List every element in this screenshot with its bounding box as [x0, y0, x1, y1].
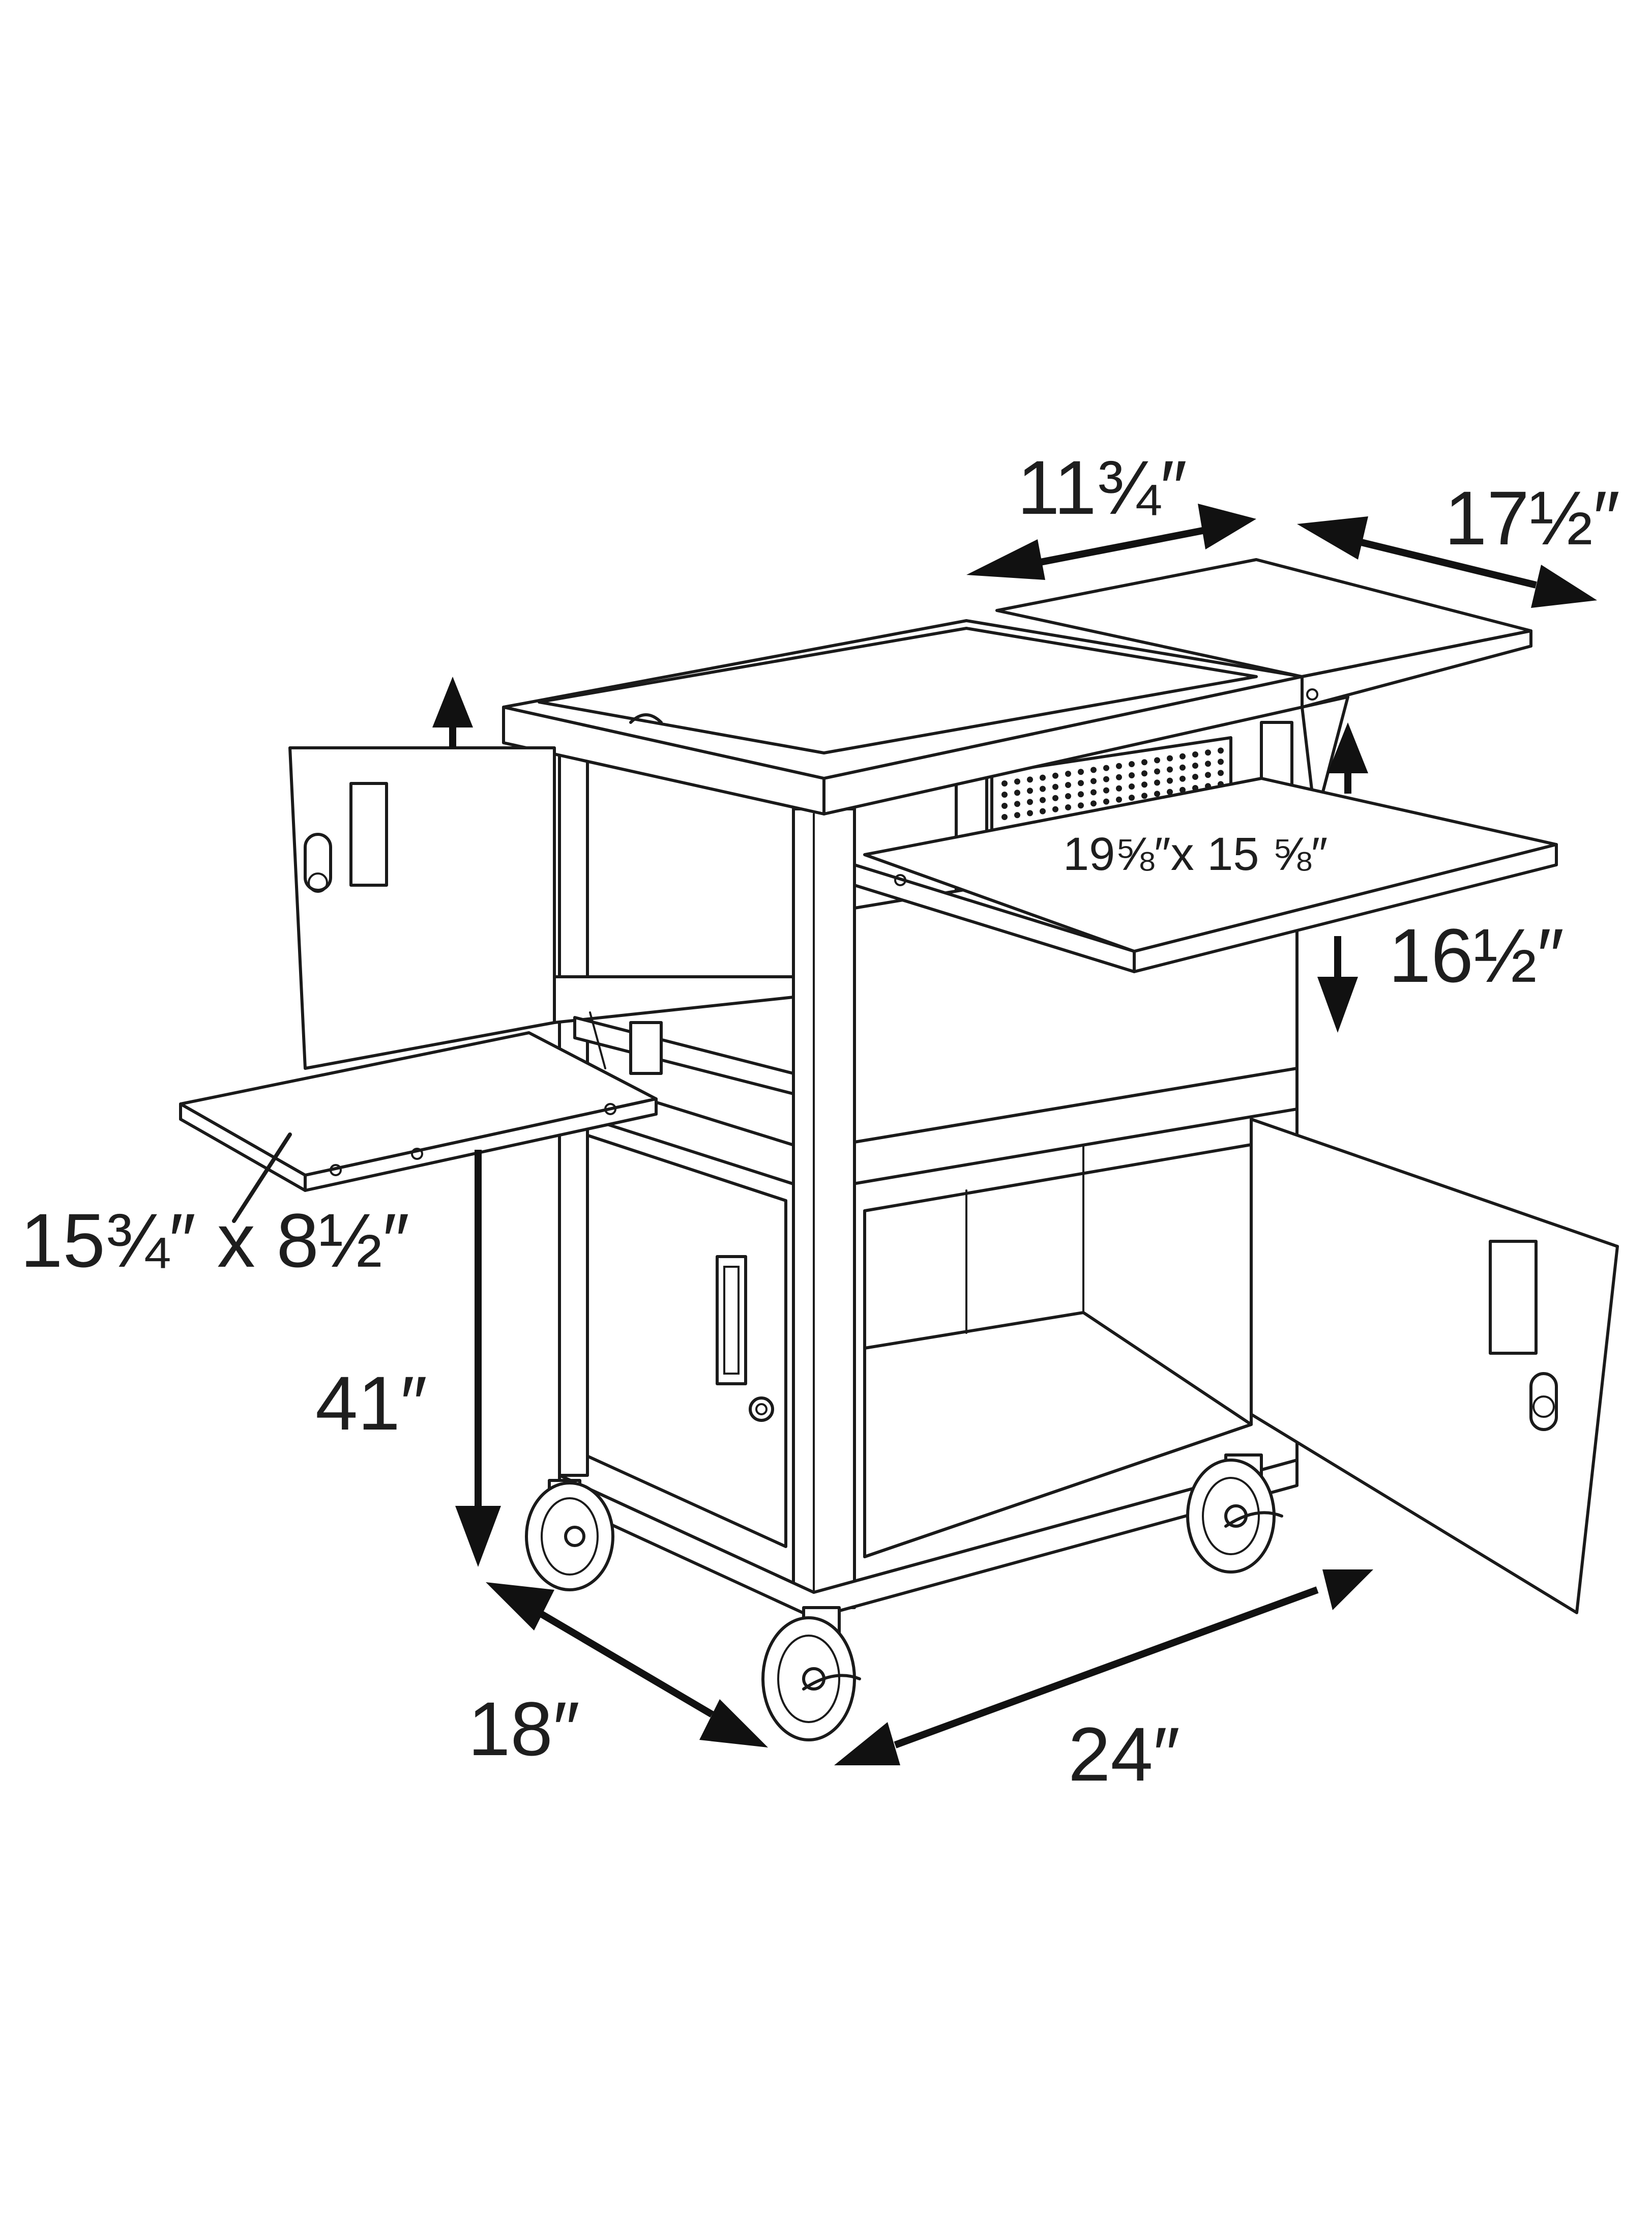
lower-right-door-panel	[1250, 1118, 1619, 1614]
top-shelf	[502, 619, 1304, 816]
upper-left-door-panel	[288, 746, 556, 1070]
caster-rear-left	[525, 1479, 614, 1591]
arrow-pullout-clearance	[1317, 936, 1358, 1033]
casters	[525, 1453, 1283, 1741]
left-pullout-side-edge	[179, 1102, 307, 1192]
lower-right-door	[1250, 1118, 1619, 1614]
pullout-shelf-rail	[853, 863, 1136, 973]
label-pullout-clearance: 16½″	[1389, 913, 1564, 998]
upper-left-door	[288, 746, 556, 1070]
dimension-arrows	[232, 504, 1597, 1765]
front-post	[792, 807, 856, 1609]
label-top-shelf-depth: 11¾″	[1017, 445, 1187, 530]
label-width: 24″	[1068, 1711, 1180, 1797]
arrow-side-shelf-depth	[1297, 516, 1597, 608]
label-side-pullout-size: 15¾″ x 8½″	[20, 1198, 409, 1283]
left-pullout-slide-top	[553, 975, 795, 1024]
left-pullout-shelf	[179, 975, 795, 1192]
dimension-labels: 11¾″ 17½″ 19⅝″x 15 ⅝″ 16½″ 15¾″ x 8½″ 41…	[20, 445, 1620, 1797]
lower-right-door-handle	[1489, 1240, 1538, 1355]
pullout-shelf	[853, 777, 1558, 973]
arrow-pullout-up	[1328, 722, 1368, 794]
left-door-lock	[749, 1396, 774, 1422]
right-side-shelf-edge	[1301, 629, 1532, 709]
label-side-shelf-depth: 17½″	[1444, 475, 1620, 561]
caster-front	[761, 1606, 861, 1741]
upper-left-door-handle	[349, 782, 388, 887]
label-depth: 18″	[468, 1686, 580, 1771]
upper-left-door-latch	[304, 833, 332, 892]
left-pullout-bracket	[629, 1021, 663, 1075]
arrow-height	[455, 1150, 501, 1567]
label-height: 41″	[315, 1360, 427, 1446]
caster-right	[1186, 1453, 1283, 1574]
lower-right-door-latch	[1529, 1372, 1558, 1431]
arrow-depth	[486, 1582, 768, 1748]
label-pullout-shelf-size: 19⅝″x 15 ⅝″	[1063, 828, 1328, 880]
right-side-shelf	[995, 558, 1532, 795]
arrow-width	[834, 1569, 1373, 1765]
arrow-upper-door	[432, 677, 473, 748]
left-door-handle	[716, 1255, 747, 1385]
arrow-top-shelf-depth	[966, 504, 1256, 580]
leader-left-pullout	[232, 1132, 292, 1223]
